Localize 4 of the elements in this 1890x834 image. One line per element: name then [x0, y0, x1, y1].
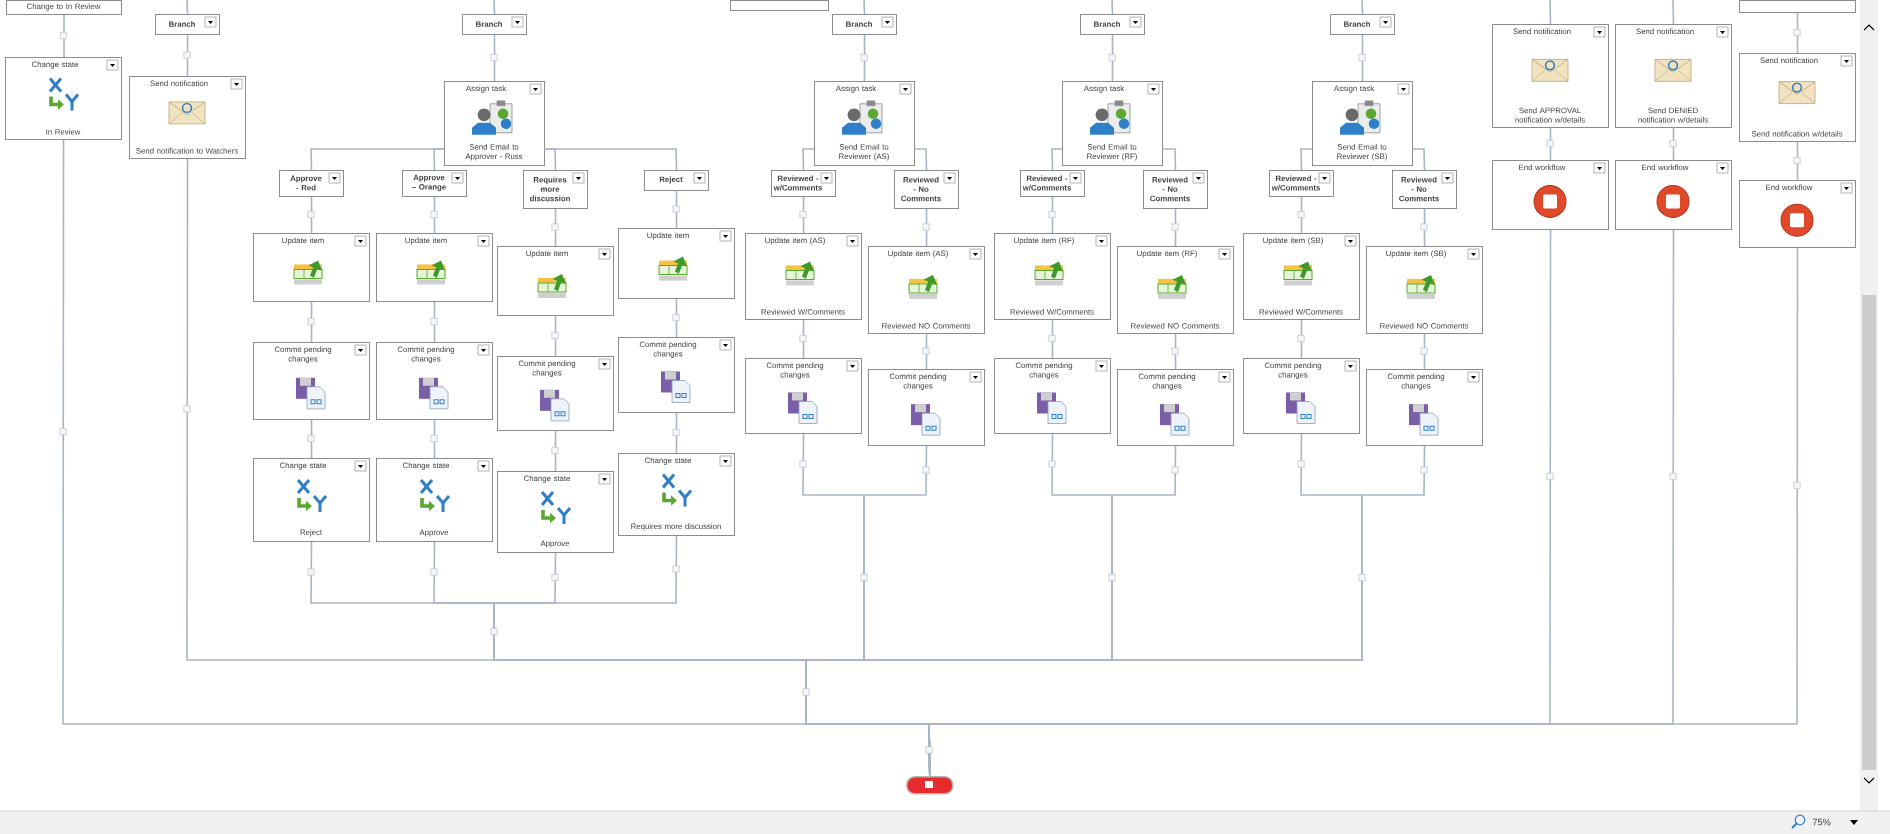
action-box	[1739, 0, 1856, 13]
action-box	[730, 0, 829, 11]
end-button	[906, 776, 954, 795]
zoom-level: 75%	[1812, 818, 1831, 826]
